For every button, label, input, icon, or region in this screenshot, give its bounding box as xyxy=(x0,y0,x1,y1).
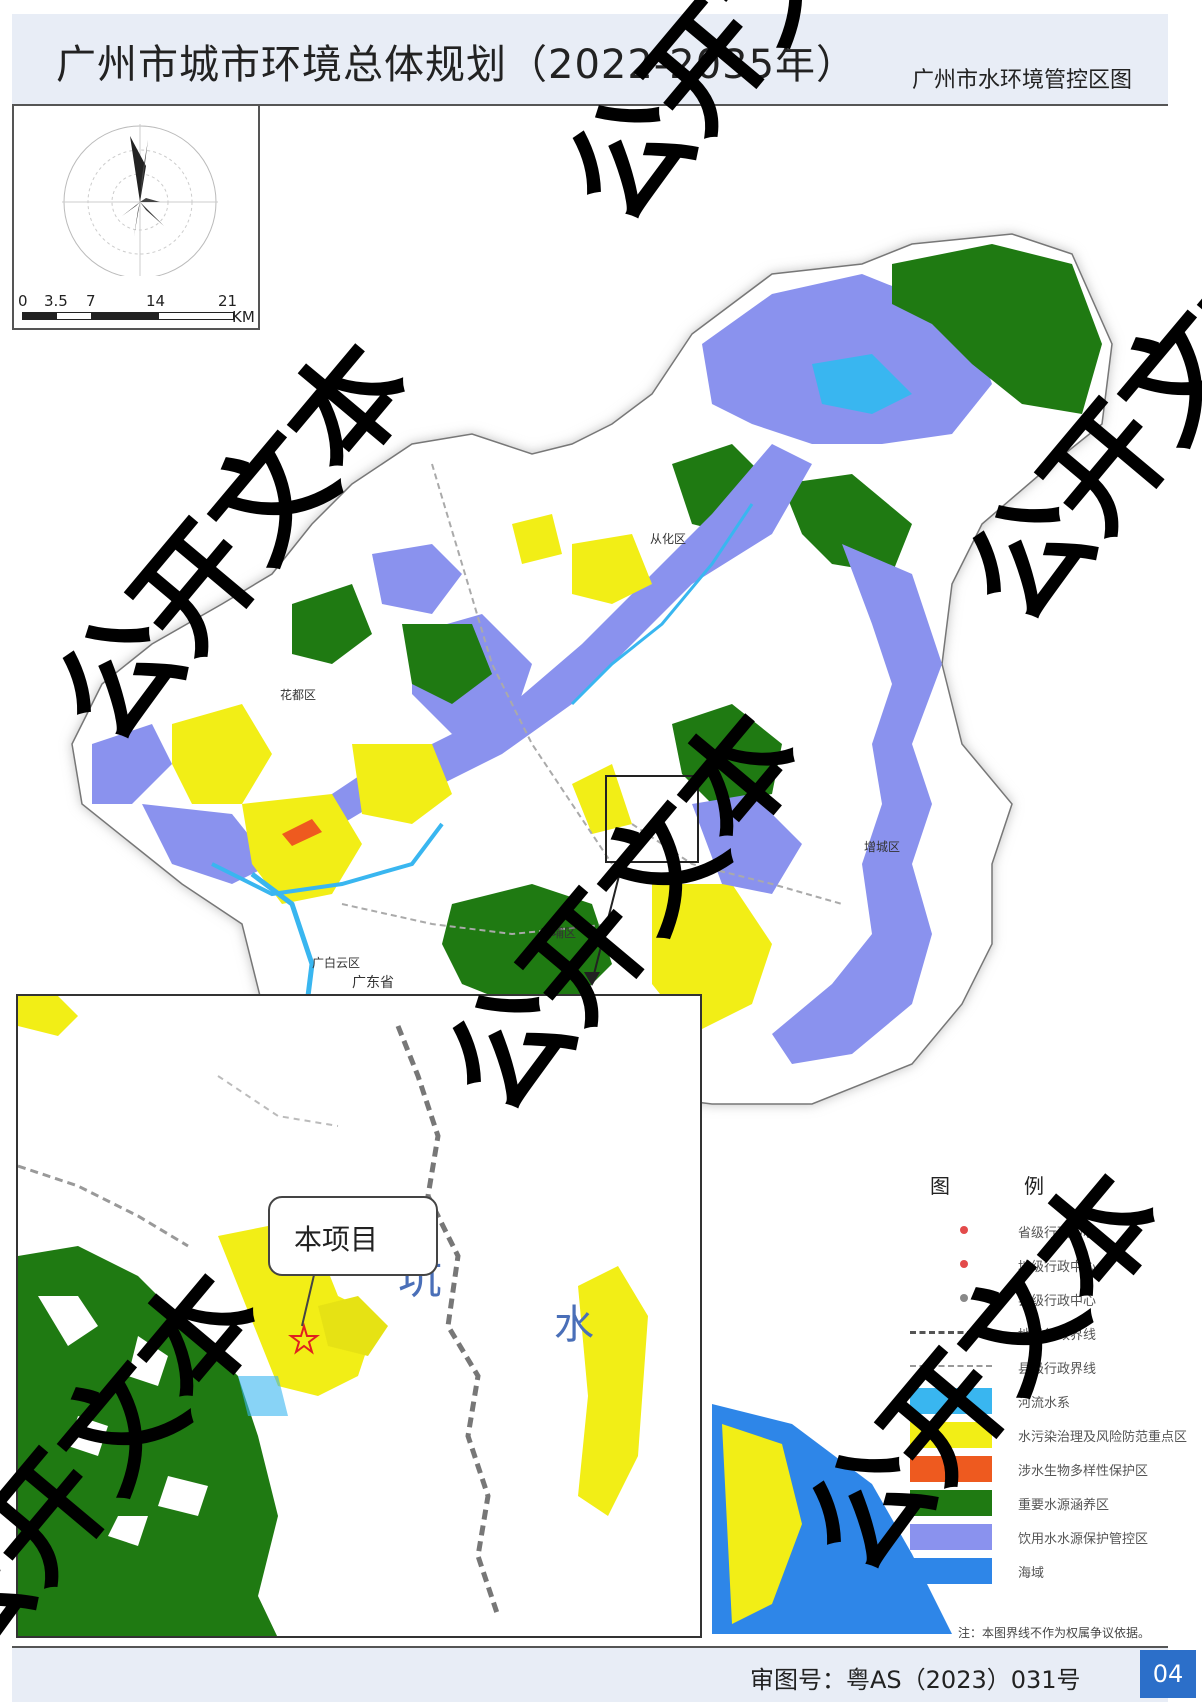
legend-item-county-boundary: 县级行政界线 xyxy=(910,1354,1200,1380)
scale-tick-3: 14 xyxy=(146,292,166,310)
legend-item-river: 河流水系 xyxy=(910,1388,1200,1414)
legend-item-prefecture-center: 地级行政中心 xyxy=(910,1252,1200,1278)
district-boundary-2 xyxy=(631,823,843,905)
pollution-swatch xyxy=(910,1422,992,1448)
compass-rose-icon xyxy=(62,124,218,276)
zone-central-blue xyxy=(692,794,802,894)
label-zengcheng: 增城区 xyxy=(864,840,901,854)
legend-item-biodiversity: 涉水生物多样性保护区 xyxy=(910,1456,1200,1482)
zone-west-forest-1 xyxy=(402,624,492,704)
approval-number: 审图号：粤AS（2023）031号 xyxy=(750,1666,1081,1694)
legend-note: 注：本图界线不作为权属争议依据。 xyxy=(958,1626,1151,1640)
zone-central-forest-2 xyxy=(672,704,782,804)
legend-item-sea: 海域 xyxy=(910,1558,1200,1584)
zone-pollution-8 xyxy=(572,764,632,834)
label-huadu: 花都区 xyxy=(280,688,317,702)
legend-item-pollution-zone: 水污染治理及风险防范重点区 xyxy=(910,1422,1200,1448)
drinking-water-swatch xyxy=(910,1524,992,1550)
legend-item-drinking-water: 饮用水水源保护管控区 xyxy=(910,1524,1200,1550)
district-boundary-3 xyxy=(341,903,613,936)
locator-arrow xyxy=(591,863,623,983)
project-callout: 本项目 xyxy=(268,1196,438,1276)
river-west xyxy=(211,822,444,897)
zone-west-forest-2 xyxy=(292,584,372,664)
label-conghua: 从化区 xyxy=(650,532,687,546)
gray-dot-icon xyxy=(960,1294,968,1302)
label-baiyun: 广白云区 xyxy=(312,956,361,970)
zone-west-blob-3 xyxy=(92,724,172,804)
page-number: 04 xyxy=(1140,1650,1196,1698)
boundary-line-icon xyxy=(910,1331,992,1334)
zone-pollution-3 xyxy=(352,744,452,824)
zone-biodiversity xyxy=(282,819,322,846)
legend-item-water-source: 重要水源涵养区 xyxy=(910,1490,1200,1516)
zone-west-blob-4 xyxy=(142,804,272,884)
zone-pollution-1 xyxy=(172,704,272,804)
scale-tick-1: 3.5 xyxy=(44,292,68,310)
zone-west-blob-1 xyxy=(372,544,462,614)
map-footer xyxy=(12,1646,1168,1702)
compass-scale-box: 0 3.5 7 14 21 KM xyxy=(12,104,260,330)
label-guangdong: 广东省 xyxy=(352,975,394,991)
label-huangpu: 黄埔区 xyxy=(540,926,577,940)
zone-water-source-n3 xyxy=(782,474,912,574)
sea-swatch xyxy=(910,1558,992,1584)
locator-arrowhead xyxy=(584,972,600,986)
biodiversity-swatch xyxy=(910,1456,992,1482)
water-source-swatch xyxy=(910,1490,992,1516)
inset-map-drawing xyxy=(18,996,700,1636)
map-header: 广州市城市环境总体规划（2022-2035年） 广州市水环境管控区图 xyxy=(12,14,1168,106)
main-map xyxy=(71,233,1113,1634)
scale-tick-2: 7 xyxy=(86,292,96,310)
legend-item-county-center: 县级行政中心 xyxy=(910,1286,1200,1312)
scale-bar xyxy=(22,312,234,320)
sea-land-strip xyxy=(722,1424,802,1624)
zone-pollution-4 xyxy=(572,534,652,604)
locator-box xyxy=(605,775,699,863)
inset-river-text-2: 水 xyxy=(554,1302,594,1348)
zone-pollution-2 xyxy=(242,794,362,904)
scale-tick-4: 21 xyxy=(218,292,238,310)
map-subtitle: 广州市水环境管控区图 xyxy=(912,68,1133,93)
reservoir xyxy=(812,354,912,414)
zone-pollution-5 xyxy=(512,514,562,564)
map-title: 广州市城市环境总体规划（2022-2035年） xyxy=(56,42,858,88)
legend-item-provincial-center: 省级行政中心 xyxy=(910,1218,1200,1244)
inset-map: 坑 水 xyxy=(16,994,702,1638)
boundary-line-icon xyxy=(910,1365,992,1367)
red-dot-icon xyxy=(960,1260,968,1268)
river-conghua xyxy=(570,503,754,706)
scale-unit: KM xyxy=(232,308,255,326)
legend-title-left: 图 xyxy=(930,1174,950,1198)
zone-water-source-north xyxy=(892,244,1102,414)
red-dot-icon xyxy=(960,1226,968,1234)
zone-central-forest xyxy=(442,884,612,1004)
legend-item-prefecture-boundary: 地级行政界线 xyxy=(910,1320,1200,1346)
zone-east-band xyxy=(772,544,942,1064)
district-boundary-1 xyxy=(431,463,613,865)
project-star-icon xyxy=(288,1322,320,1355)
project-label: 本项目 xyxy=(294,1223,379,1256)
river-swatch xyxy=(910,1388,992,1414)
scale-tick-0: 0 xyxy=(18,292,28,310)
legend-title-right: 例 xyxy=(1024,1174,1044,1198)
